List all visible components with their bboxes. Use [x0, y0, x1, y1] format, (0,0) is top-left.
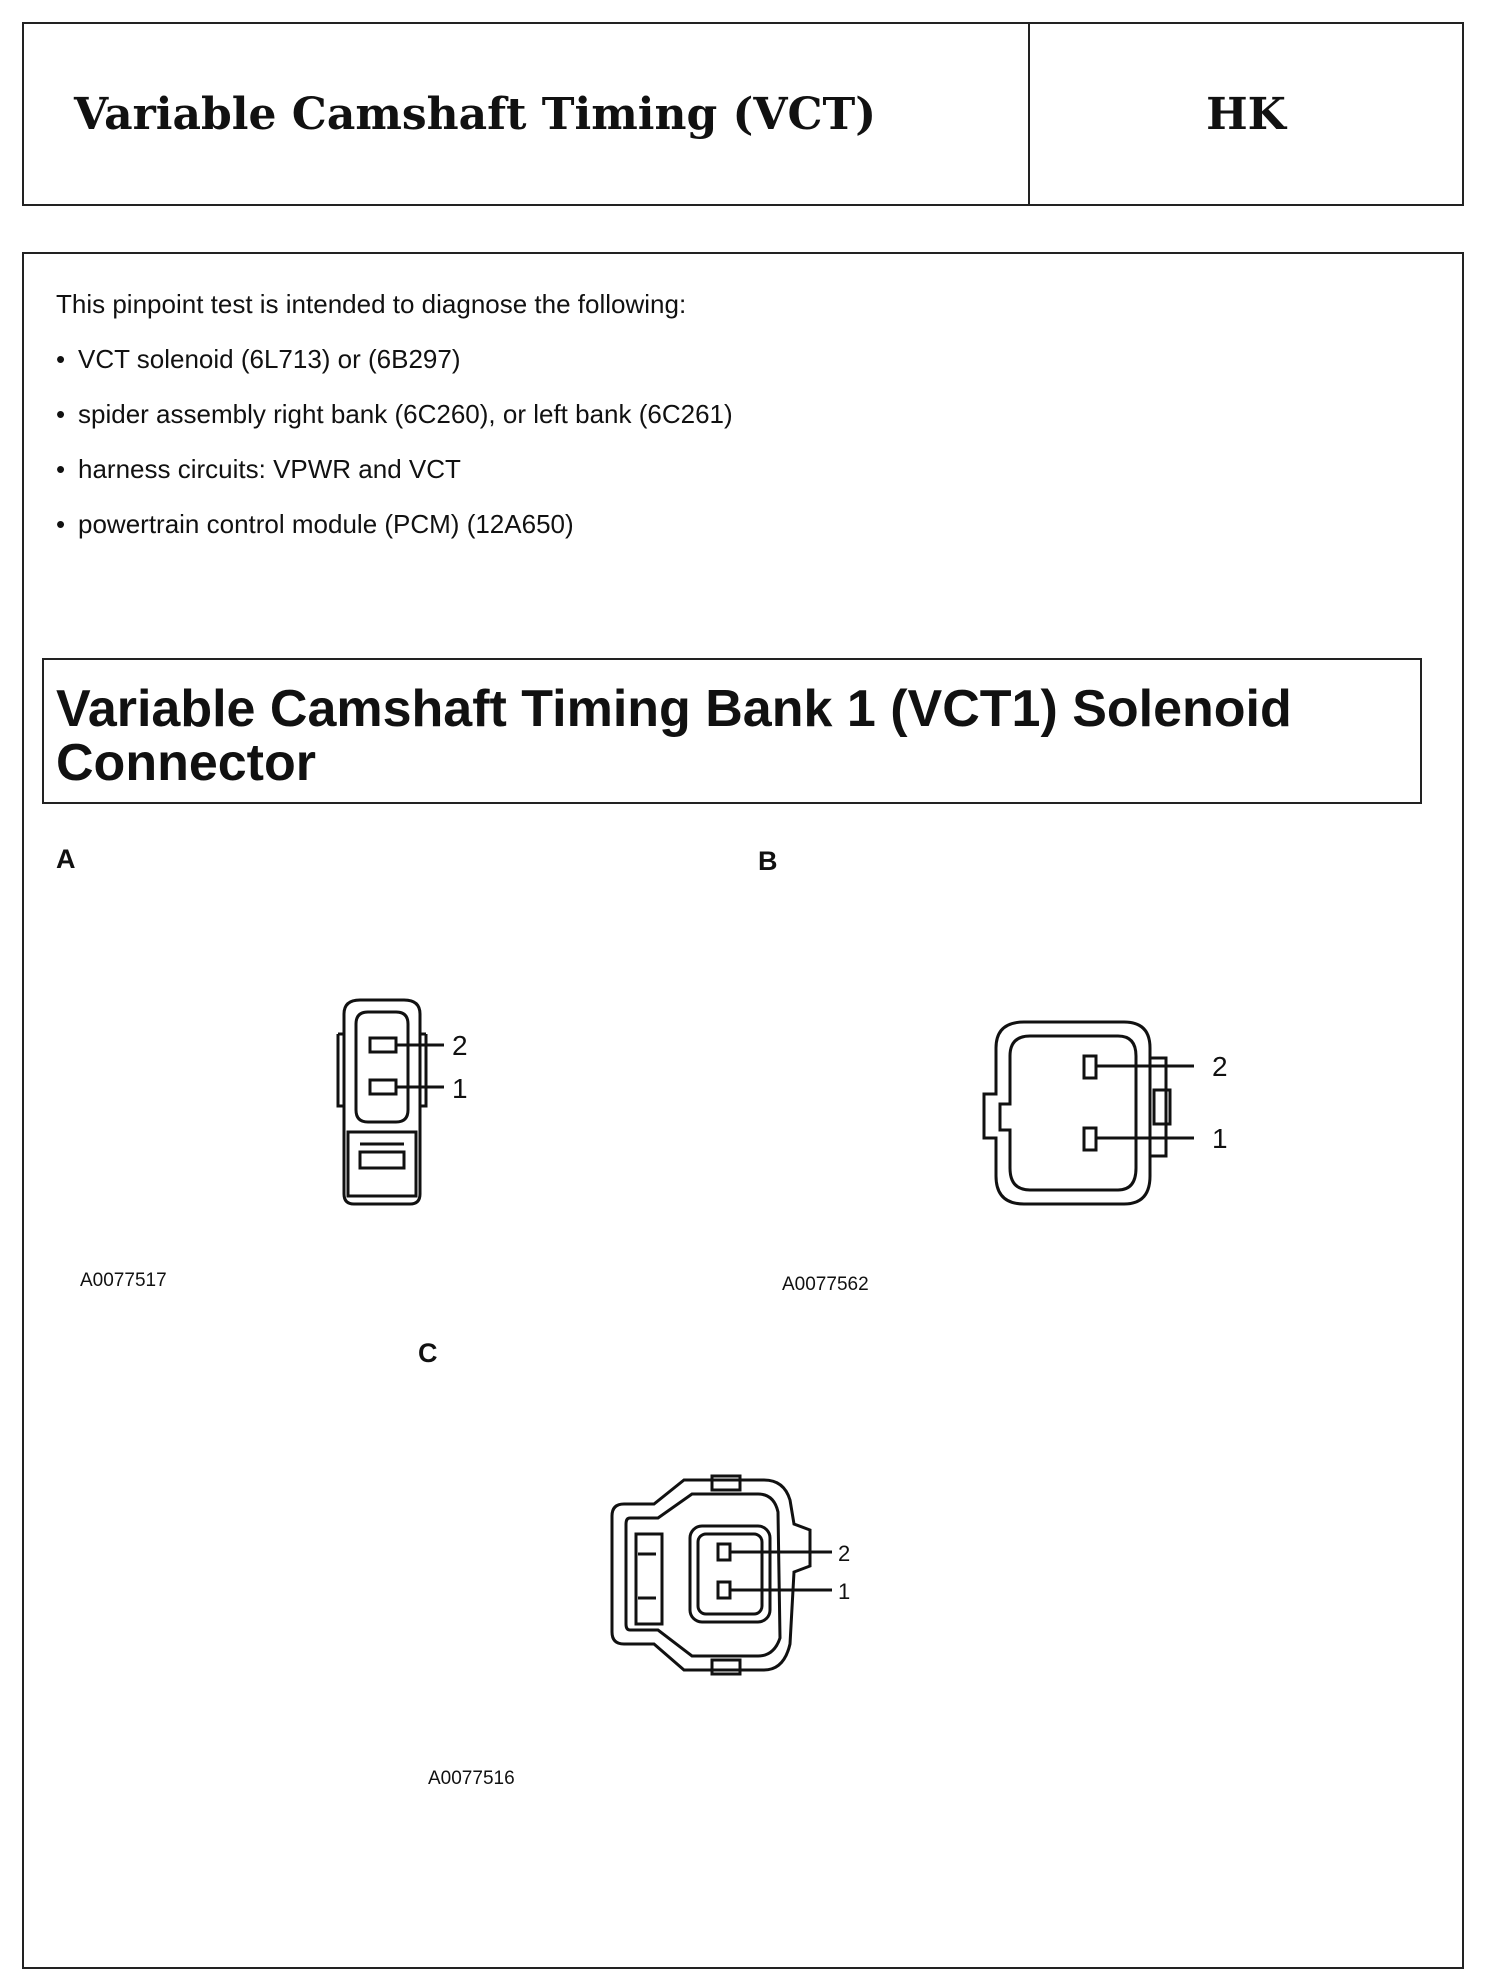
- page-title: Variable Camshaft Timing (VCT): [24, 24, 1030, 204]
- figure-a-code: A0077517: [80, 1270, 167, 1291]
- section-heading: Variable Camshaft Timing Bank 1 (VCT1) S…: [42, 658, 1422, 804]
- figure-a-letter: A: [56, 844, 76, 874]
- pin-label-b-1: 1: [1212, 1123, 1228, 1154]
- section-code: HK: [1206, 88, 1286, 140]
- list-item: spider assembly right bank (6C260), or l…: [56, 400, 733, 428]
- pin-label-b-2: 2: [1212, 1051, 1228, 1082]
- list-item: VCT solenoid (6L713) or (6B297): [56, 345, 733, 373]
- intro-lead: This pinpoint test is intended to diagno…: [56, 289, 687, 319]
- figure-c-code: A0077516: [428, 1768, 515, 1789]
- connector-c-diagram: 2 1: [610, 1474, 850, 1676]
- header-box: Variable Camshaft Timing (VCT) HK: [22, 22, 1464, 206]
- pin-label-c-1: 1: [838, 1579, 850, 1604]
- figure-b-code: A0077562: [782, 1274, 869, 1295]
- pin-label-c-2: 2: [838, 1541, 850, 1566]
- connector-a-diagram: 2 1: [336, 998, 468, 1206]
- list-item: harness circuits: VPWR and VCT: [56, 455, 733, 483]
- pin-label-a-2: 2: [452, 1030, 468, 1061]
- figure-b-letter: B: [758, 846, 778, 876]
- connector-b-diagram: 2 1: [982, 1020, 1228, 1206]
- pin-label-a-1: 1: [452, 1073, 468, 1104]
- content-box: This pinpoint test is intended to diagno…: [22, 252, 1464, 1969]
- intro-block: This pinpoint test is intended to diagno…: [56, 290, 733, 538]
- list-item: powertrain control module (PCM) (12A650): [56, 510, 733, 538]
- figure-c-letter: C: [418, 1338, 438, 1368]
- diagnose-list: VCT solenoid (6L713) or (6B297) spider a…: [56, 345, 733, 538]
